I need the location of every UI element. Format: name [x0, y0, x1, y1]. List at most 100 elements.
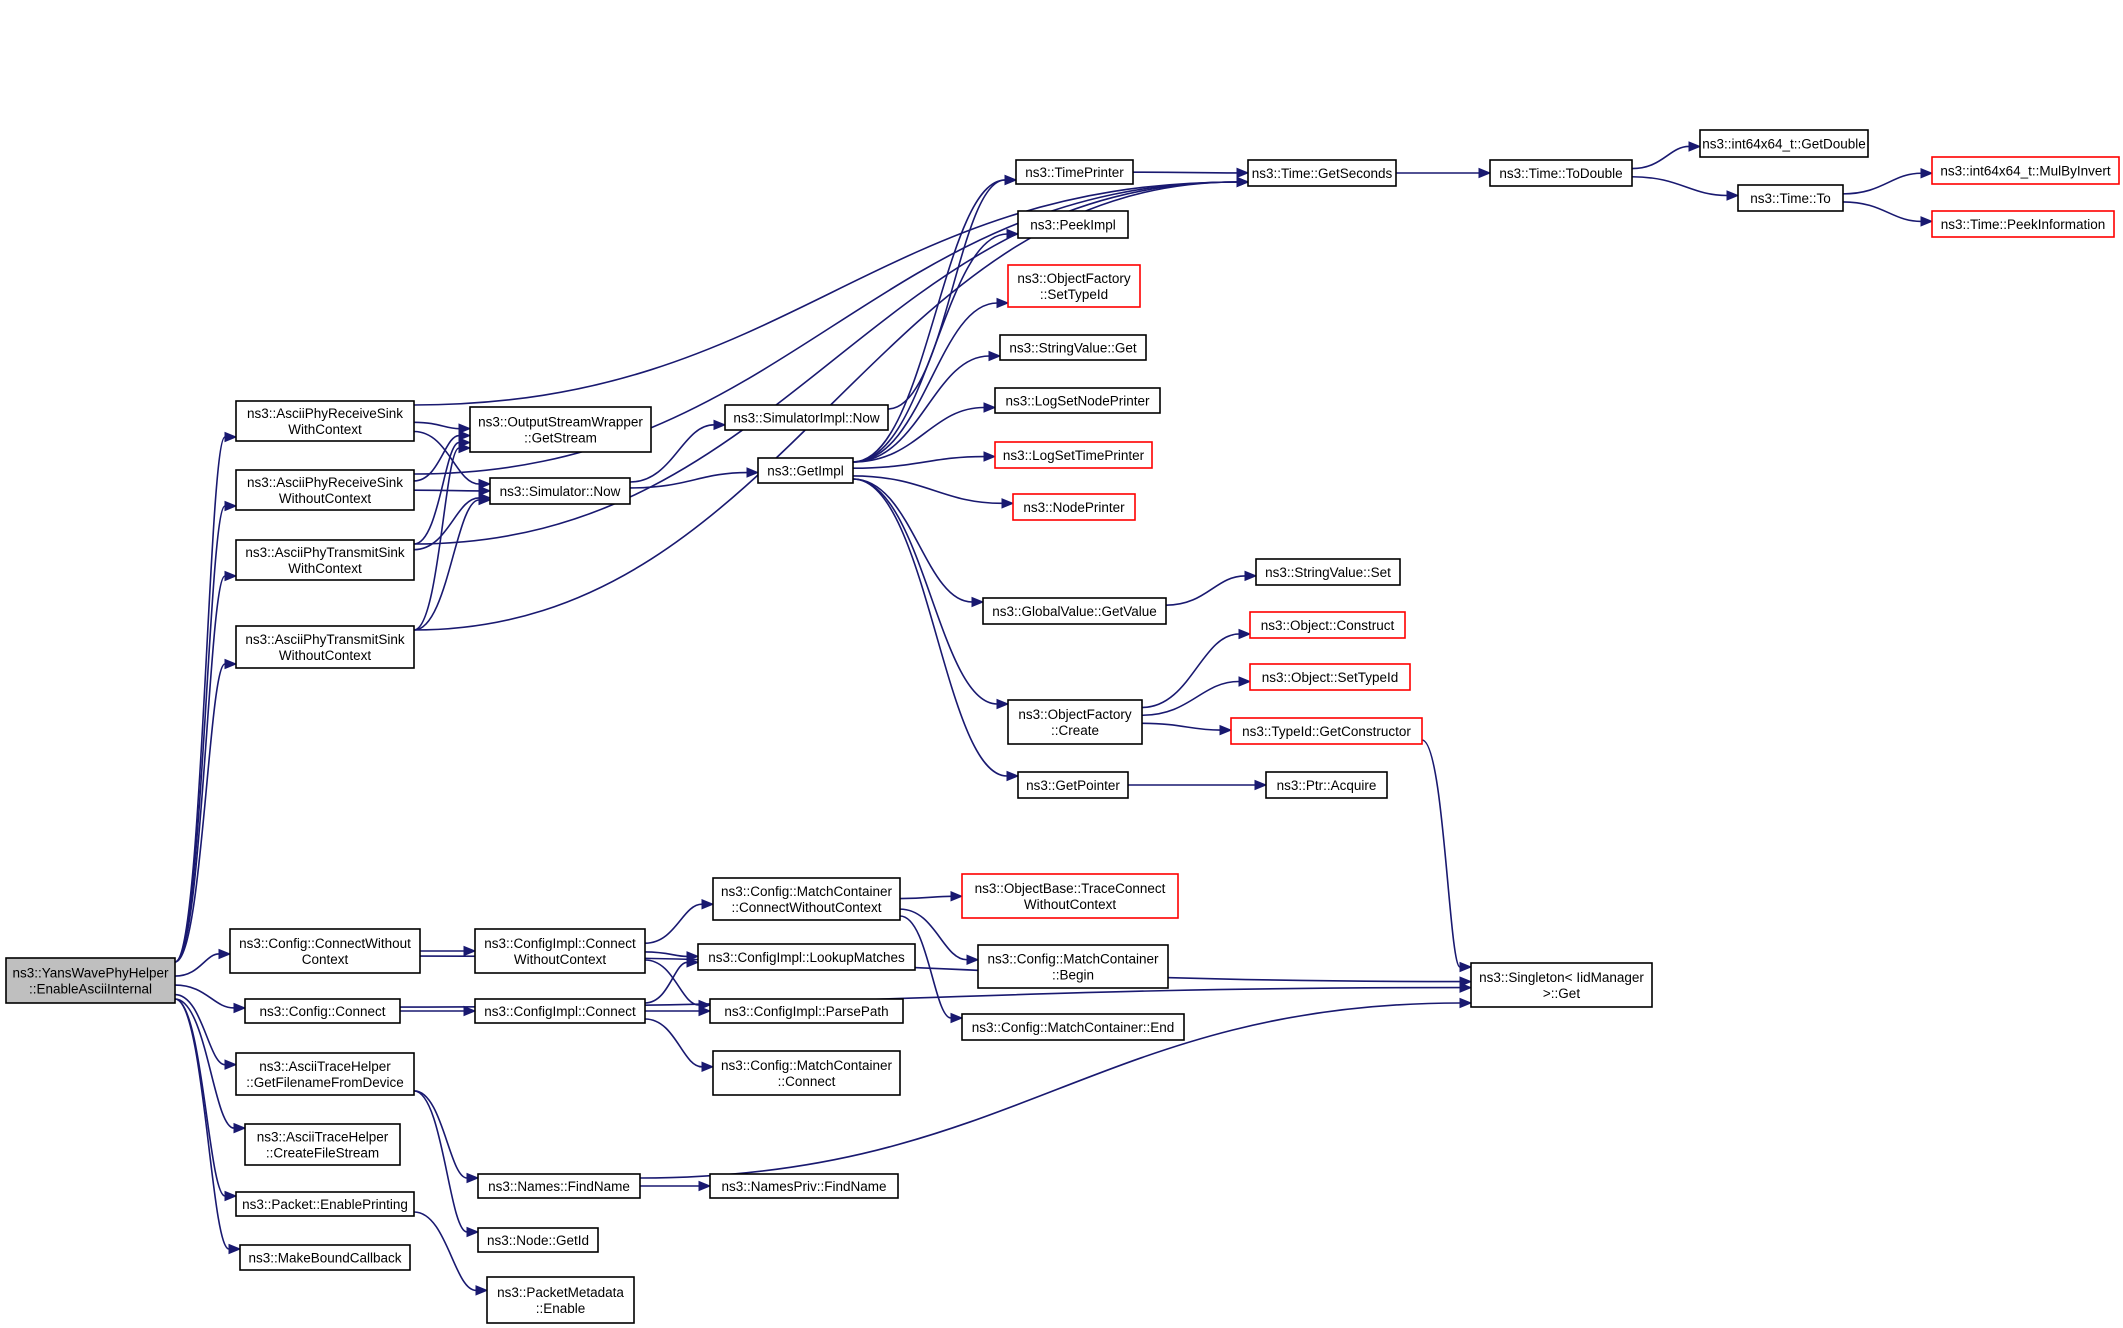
node-label: ns3::Object::Construct — [1261, 618, 1395, 633]
node-gvGet[interactable]: ns3::GlobalValue::GetValue — [982, 597, 1167, 625]
edge-getImpl-to-svGet — [852, 350, 1002, 463]
edge-root-to-recvWithout — [174, 500, 238, 963]
node-box — [229, 928, 421, 974]
node-enablePrinting[interactable]: ns3::Packet::EnablePrinting — [235, 1191, 415, 1217]
node-box — [1931, 156, 2120, 185]
node-label: ::GetStream — [524, 431, 597, 446]
node-box — [961, 1013, 1185, 1041]
node-box — [1249, 611, 1406, 639]
node-box — [5, 957, 176, 1004]
node-makeBound[interactable]: ns3::MakeBoundCallback — [239, 1244, 411, 1271]
node-mcEnd[interactable]: ns3::Config::MatchContainer::End — [961, 1013, 1185, 1041]
edge-getImpl-to-gvGet — [852, 478, 985, 608]
node-cfgConnect[interactable]: ns3::Config::Connect — [244, 998, 401, 1024]
edge-ofCreate-to-objConstruct — [1141, 628, 1252, 709]
node-mcConnWithout[interactable]: ns3::Config::MatchContainer::ConnectWith… — [712, 877, 901, 921]
node-label: ns3::TimePrinter — [1025, 165, 1124, 180]
node-label: WithoutContext — [279, 491, 372, 506]
node-nodePrinter[interactable]: ns3::NodePrinter — [1012, 493, 1136, 521]
node-svSet[interactable]: ns3::StringValue::Set — [1255, 558, 1401, 586]
node-peekInfo[interactable]: ns3::Time::PeekInformation — [1931, 210, 2115, 238]
node-label: ns3::ObjectFactory — [1018, 707, 1132, 722]
node-getSeconds[interactable]: ns3::Time::GetSeconds — [1247, 159, 1397, 187]
node-label: ns3::GetPointer — [1026, 778, 1120, 793]
node-nodeGetId[interactable]: ns3::Node::GetId — [477, 1227, 599, 1253]
node-objConstruct[interactable]: ns3::Object::Construct — [1249, 611, 1406, 639]
node-label: ::ConnectWithoutContext — [731, 900, 881, 915]
node-label: ns3::Time::PeekInformation — [1941, 217, 2106, 232]
node-label: WithoutContext — [279, 648, 372, 663]
node-logTime[interactable]: ns3::LogSetTimePrinter — [994, 441, 1153, 469]
node-implConnect[interactable]: ns3::ConfigImpl::Connect — [474, 998, 646, 1024]
node-timeTo[interactable]: ns3::Time::To — [1737, 184, 1844, 212]
node-objSetTypeId[interactable]: ns3::Object::SetTypeId — [1249, 663, 1411, 691]
node-tidGetCtor[interactable]: ns3::TypeId::GetConstructor — [1230, 717, 1423, 745]
node-label: ns3::TypeId::GetConstructor — [1242, 724, 1411, 739]
edge-root-to-txWithout — [174, 658, 238, 963]
node-box — [1017, 771, 1129, 799]
node-label: ns3::AsciiPhyTransmitSink — [245, 545, 405, 560]
node-simNow[interactable]: ns3::Simulator::Now — [489, 477, 631, 505]
node-label: ::Connect — [778, 1074, 836, 1089]
edge-toDouble-to-timeTo — [1631, 175, 1740, 201]
node-label: ns3::AsciiTraceHelper — [259, 1059, 391, 1074]
node-svGet[interactable]: ns3::StringValue::Get — [999, 334, 1147, 361]
node-box — [1737, 184, 1844, 212]
node-root[interactable]: ns3::YansWavePhyHelper::EnableAsciiInter… — [5, 957, 176, 1004]
node-label: ns3::Config::ConnectWithout — [239, 936, 411, 951]
node-peekImpl[interactable]: ns3::PeekImpl — [1017, 210, 1129, 239]
node-label: WithContext — [288, 422, 362, 437]
node-getStream[interactable]: ns3::OutputStreamWrapper::GetStream — [469, 406, 652, 453]
node-mcBegin[interactable]: ns3::Config::MatchContainer::Begin — [977, 944, 1169, 989]
node-label: WithoutContext — [1024, 897, 1117, 912]
node-simImplNow[interactable]: ns3::SimulatorImpl::Now — [724, 404, 889, 431]
node-label: ns3::StringValue::Set — [1265, 565, 1391, 580]
node-label: ns3::MakeBoundCallback — [248, 1251, 401, 1266]
node-box — [712, 1050, 901, 1096]
node-label: ns3::OutputStreamWrapper — [478, 415, 643, 430]
node-ofSetTypeId[interactable]: ns3::ObjectFactory::SetTypeId — [1007, 264, 1141, 308]
node-box — [477, 1173, 641, 1199]
edge-ofCreate-to-objSetTypeId — [1141, 676, 1252, 717]
node-label: ns3::NamesPriv::FindName — [721, 1179, 886, 1194]
node-singleton[interactable]: ns3::Singleton< IidManager>::Get — [1470, 962, 1653, 1008]
node-label: ns3::Time::To — [1750, 191, 1831, 206]
node-box — [244, 998, 401, 1024]
node-box — [239, 1244, 411, 1271]
node-getPointer[interactable]: ns3::GetPointer — [1017, 771, 1129, 799]
node-implConnWithout[interactable]: ns3::ConfigImpl::ConnectWithoutContext — [474, 928, 646, 974]
node-metaEnable[interactable]: ns3::PacketMetadata::Enable — [486, 1276, 635, 1324]
node-toDouble[interactable]: ns3::Time::ToDouble — [1489, 159, 1633, 187]
node-ptrAcquire[interactable]: ns3::Ptr::Acquire — [1265, 771, 1388, 799]
node-box — [474, 928, 646, 974]
node-box — [1007, 699, 1143, 745]
node-privFind[interactable]: ns3::NamesPriv::FindName — [709, 1173, 899, 1199]
node-label: ns3::Names::FindName — [488, 1179, 630, 1194]
node-obTrace[interactable]: ns3::ObjectBase::TraceConnectWithoutCont… — [961, 873, 1179, 919]
node-label: ns3::PeekImpl — [1030, 218, 1116, 233]
node-getImpl[interactable]: ns3::GetImpl — [757, 457, 854, 484]
node-ofCreate[interactable]: ns3::ObjectFactory::Create — [1007, 699, 1143, 745]
node-getFilename[interactable]: ns3::AsciiTraceHelper::GetFilenameFromDe… — [235, 1052, 415, 1096]
node-timePrinter[interactable]: ns3::TimePrinter — [1015, 159, 1134, 185]
node-box — [1015, 159, 1134, 185]
node-logNode[interactable]: ns3::LogSetNodePrinter — [994, 387, 1161, 414]
node-findName[interactable]: ns3::Names::FindName — [477, 1173, 641, 1199]
node-box — [235, 469, 415, 511]
edge-timePrinter-to-getSeconds — [1132, 167, 1250, 179]
node-createFile[interactable]: ns3::AsciiTraceHelper::CreateFileStream — [244, 1123, 401, 1166]
node-i64GetDouble[interactable]: ns3::int64x64_t::GetDouble — [1699, 129, 1869, 158]
node-parsePath[interactable]: ns3::ConfigImpl::ParsePath — [709, 998, 904, 1024]
node-label: ns3::ObjectBase::TraceConnect — [975, 881, 1166, 896]
node-label: Context — [302, 952, 349, 967]
node-lookup[interactable]: ns3::ConfigImpl::LookupMatches — [697, 943, 916, 971]
node-mcConnect[interactable]: ns3::Config::MatchContainer::Connect — [712, 1050, 901, 1096]
node-cfgConnWithout[interactable]: ns3::Config::ConnectWithoutContext — [229, 928, 421, 974]
node-mulByInvert[interactable]: ns3::int64x64_t::MulByInvert — [1931, 156, 2120, 185]
node-box — [235, 400, 415, 442]
edge-ofCreate-to-tidGetCtor — [1141, 722, 1233, 736]
